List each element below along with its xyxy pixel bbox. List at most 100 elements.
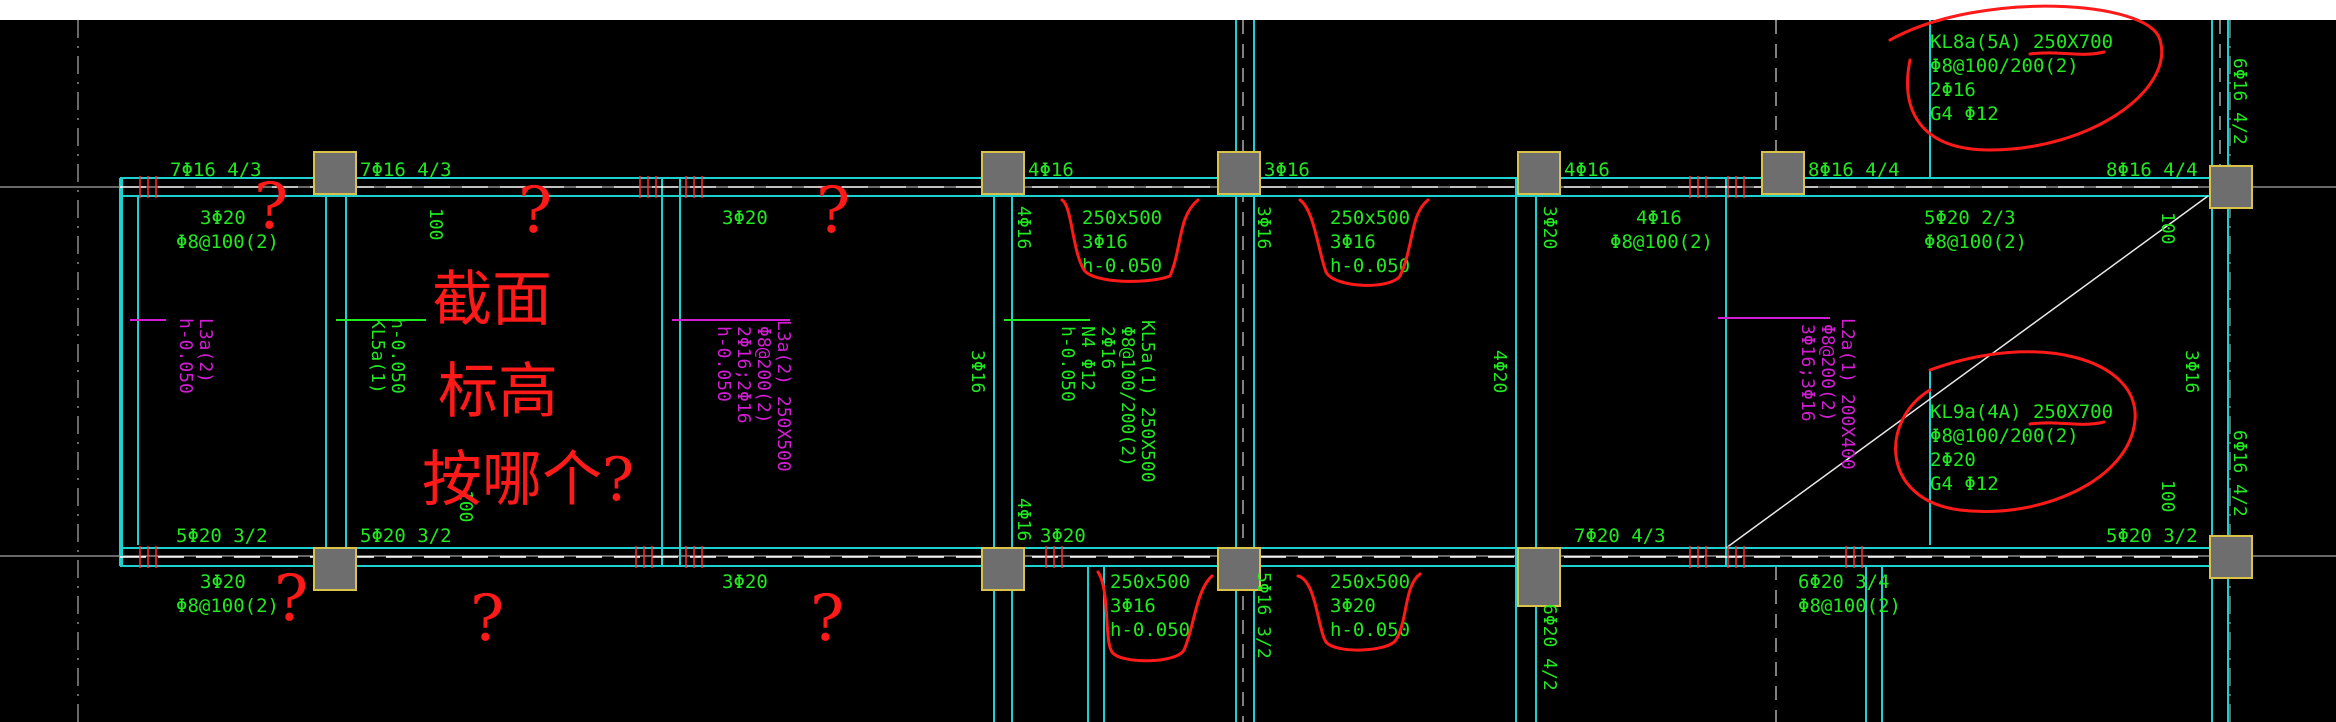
annotation-bracket	[1296, 572, 1422, 652]
secondary-beam-marks	[130, 317, 1830, 321]
top-rebar-label: 8Φ16 4/4	[1808, 159, 1900, 181]
vertical-member-lines	[121, 20, 2229, 722]
diagonal-line	[1725, 195, 2209, 549]
dimension-label: 100	[2157, 480, 2178, 513]
section-elevation: h-0.050	[1330, 255, 1410, 277]
kl5a-block-label: N4 Φ12	[1077, 326, 1098, 391]
section-label: 250x500	[1330, 571, 1410, 593]
annotation-bracket	[1298, 198, 1430, 287]
span-rebar-label: 3Φ20	[200, 571, 246, 593]
span-rebar-label: 3Φ20	[200, 207, 246, 229]
top-rebar-label: 4Φ16	[1028, 159, 1074, 181]
beam-name-label: L3a(2)	[195, 318, 216, 383]
column	[2209, 535, 2253, 579]
span-rebar-label: 5Φ20 2/3	[1924, 207, 2016, 229]
column-rebar-label: 3Φ16	[967, 350, 988, 393]
section-elevation: h-0.050	[1110, 619, 1190, 641]
question-mark: ?	[518, 174, 552, 248]
top-rebar-label: 7Φ16 4/3	[170, 159, 262, 181]
section-label: 250x500	[1082, 207, 1162, 229]
handwritten-text-line: 标高	[438, 357, 558, 427]
column	[981, 547, 1025, 591]
section-elevation: h-0.050	[1082, 255, 1162, 277]
kl5a-block-label: h-0.050	[1057, 326, 1078, 402]
vertical-rebar-labels: 100 100 100 100 4Φ16 3Φ16 3Φ20 4Φ20 3Φ16…	[367, 58, 2250, 691]
kl8a-label: Φ8@100/200(2)	[1930, 55, 2079, 77]
kl9a-label: Φ8@100/200(2)	[1930, 425, 2079, 447]
column-rebar-label: 4Φ20	[1489, 350, 1510, 393]
bottom-rebar-label: 5Φ20 3/2	[360, 525, 452, 547]
section-label: 250x500	[1330, 207, 1410, 229]
column-rebar-label: 3Φ16	[2181, 350, 2202, 393]
column-rebar-label: 5Φ16 3/2	[1253, 572, 1274, 659]
column	[1761, 151, 1805, 195]
column-rebar-label: 6Φ20 4/2	[1539, 604, 1560, 691]
span-stirrup-label: Φ8@100(2)	[176, 231, 279, 253]
beam-name-label: KL5a(1)	[367, 318, 388, 394]
kl9a-label: G4 Φ12	[1930, 473, 1999, 495]
right-edge-rebar-label: 6Φ16 4/2	[2229, 58, 2250, 145]
column-rebar-label: 3Φ20	[1539, 206, 1560, 249]
column	[2209, 165, 2253, 209]
kl8a-label: G4 Φ12	[1930, 103, 1999, 125]
kl8a-label: KL8a(5A) 250X700	[1930, 31, 2113, 53]
span-rebar-label: 3Φ20	[722, 207, 768, 229]
column	[981, 151, 1025, 195]
column-rebar-label: 4Φ16	[1013, 206, 1034, 249]
question-mark: ?	[810, 582, 844, 656]
l3a-block-label: Φ8@200(2)	[753, 326, 774, 424]
question-mark: ?	[470, 582, 504, 656]
span-stirrup-label: Φ8@100(2)	[1798, 595, 1901, 617]
handwritten-text-line: 截面	[432, 265, 552, 335]
top-rebar-label: 7Φ16 4/3	[360, 159, 452, 181]
dimension-label: 100	[2157, 212, 2178, 245]
handwritten-question: 截面 标高 按哪个?	[422, 265, 634, 515]
annotation-ellipse	[1888, 4, 2164, 152]
section-label: 250x500	[1110, 571, 1190, 593]
top-rebar-label: 3Φ16	[1264, 159, 1310, 181]
bottom-rebar-label: 3Φ20	[1040, 525, 1086, 547]
handwritten-annotations	[1060, 4, 2164, 663]
rebar-ticks	[139, 176, 1863, 568]
question-mark: ?	[274, 562, 308, 636]
annotation-ellipse	[1894, 350, 2137, 513]
span-rebar-label: 6Φ20 3/4	[1798, 571, 1890, 593]
column-rebar-label: 4Φ16	[1013, 498, 1034, 541]
kl5a-block-label: KL5a(1) 250X500	[1137, 320, 1158, 483]
span-rebar-label: 3Φ20	[722, 571, 768, 593]
column	[1517, 547, 1561, 607]
column	[313, 151, 357, 195]
span-stirrup-label: Φ8@100(2)	[176, 595, 279, 617]
column	[1517, 151, 1561, 195]
column	[313, 547, 357, 591]
question-mark: ?	[816, 174, 850, 248]
top-rebar-label: 4Φ16	[1564, 159, 1610, 181]
section-elevation: h-0.050	[1330, 619, 1410, 641]
column-rebar-label: 3Φ16	[1253, 206, 1274, 249]
annotation-underline	[2028, 50, 2106, 56]
annotation-underline	[2028, 420, 2106, 426]
drawing-background	[0, 20, 2336, 722]
l3a-block-label: L3a(2) 250X500	[773, 320, 794, 472]
kl8a-label: 2Φ16	[1930, 79, 1976, 101]
span-stirrup-label: Φ8@100(2)	[1924, 231, 2027, 253]
l2a-block-label: L2a(1) 200X400	[1837, 318, 1858, 470]
section-rebar: 3Φ20	[1330, 595, 1376, 617]
right-edge-rebar-label: 6Φ16 4/2	[2229, 430, 2250, 517]
span-stirrup-label: Φ8@100(2)	[1610, 231, 1713, 253]
secondary-beam-labels: L3a(2) h-0.050 L3a(2) 250X500 Φ8@200(2) …	[175, 318, 1858, 472]
l3a-block-label: 2Φ16;2Φ16	[733, 326, 754, 424]
column	[1217, 151, 1261, 195]
handwritten-question-marks: ? ? ? ? ? ?	[254, 170, 850, 656]
kl5a-block-label: Φ8@100/200(2)	[1117, 326, 1138, 467]
dimension-label: 100	[455, 490, 476, 523]
l3a-block-label: h-0.050	[713, 326, 734, 402]
span-rebar-label: 4Φ16	[1636, 207, 1682, 229]
bottom-rebar-label: 5Φ20 3/2	[2106, 525, 2198, 547]
kl9a-label: 2Φ20	[1930, 449, 1976, 471]
columns	[313, 151, 2253, 607]
annotation-bracket	[1060, 198, 1200, 283]
question-mark: ?	[254, 170, 288, 244]
section-rebar: 3Φ16	[1110, 595, 1156, 617]
